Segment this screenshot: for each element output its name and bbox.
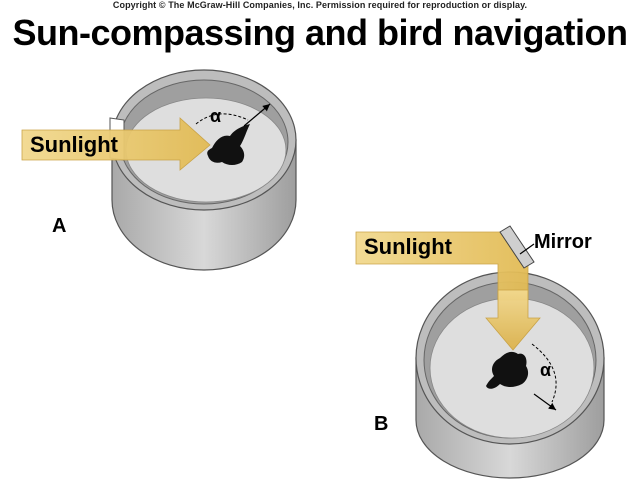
angle-label-b: α [540, 360, 551, 380]
angle-arc-b [531, 343, 557, 403]
bird-a [207, 124, 250, 165]
mirror-label: Mirror [534, 231, 592, 253]
page-title: Sun-compassing and bird navigation [12, 12, 628, 53]
mirror-pointer [519, 243, 535, 255]
copyright-notice: Copyright © The McGraw-Hill Companies, I… [112, 0, 528, 10]
panel-a: Sunlight α A [21, 69, 297, 271]
panel-label-a: A [52, 215, 66, 237]
angle-arc-a [195, 113, 249, 125]
bird-b [486, 351, 529, 389]
sunlight-beam-b-down [485, 289, 541, 351]
heading-arrow-b [533, 393, 557, 411]
sunlight-beam-a [21, 117, 211, 171]
sunlight-label-a: Sunlight [30, 132, 119, 157]
mirror [499, 225, 535, 269]
angle-label-a: α [210, 106, 221, 126]
panel-label-b: B [374, 413, 388, 435]
cage-a [109, 69, 297, 271]
panel-b: Sunlight Mirror α B [355, 225, 605, 479]
heading-arrow-a [243, 103, 271, 127]
sunlight-label-b: Sunlight [364, 234, 453, 259]
